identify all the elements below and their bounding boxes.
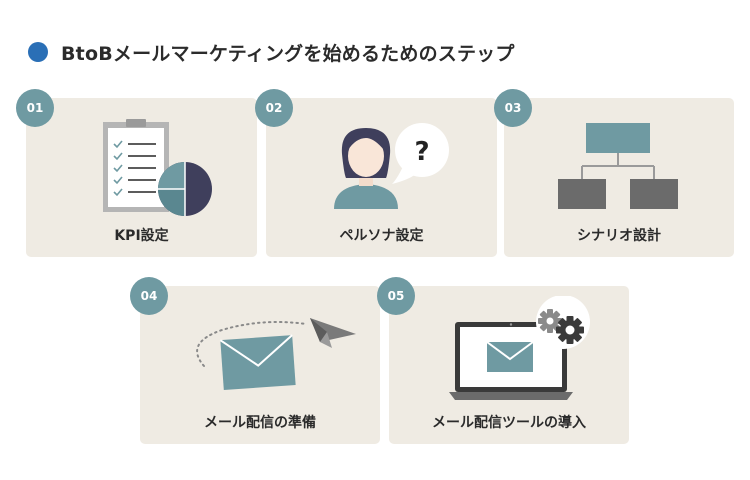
step-card-mail-prep: メール配信の準備 — [140, 286, 380, 444]
page-title: BtoBメールマーケティングを始めるためのステップ — [61, 42, 515, 65]
kpi-report-icon — [103, 119, 212, 216]
step-label: KPI設定 — [114, 228, 169, 244]
step-card-tool: メール配信ツールの導入 — [389, 286, 629, 444]
step-label: シナリオ設計 — [577, 228, 661, 244]
envelope-paper-plane-icon — [196, 318, 356, 391]
step-number-badge: 04 — [130, 277, 168, 315]
scenario-flowchart-icon — [558, 123, 678, 209]
step-card-persona: ? ペルソナ設定 — [266, 98, 497, 257]
persona-question-icon: ? — [334, 123, 449, 209]
step-number-badge: 01 — [16, 89, 54, 127]
step-card-kpi: KPI設定 — [26, 98, 257, 257]
step-number-badge: 03 — [494, 89, 532, 127]
step-number-badge: 05 — [377, 277, 415, 315]
step-label: メール配信の準備 — [204, 415, 316, 431]
laptop-gear-icon — [449, 296, 590, 400]
step-label: メール配信ツールの導入 — [432, 415, 586, 431]
step-card-scenario: シナリオ設計 — [504, 98, 734, 257]
step-number-badge: 02 — [255, 89, 293, 127]
gear-icon — [556, 316, 584, 344]
gear-icon — [538, 309, 562, 333]
page-title-row: BtoBメールマーケティングを始めるためのステップ — [28, 38, 515, 66]
step-label: ペルソナ設定 — [339, 228, 424, 244]
question-mark: ? — [414, 137, 429, 167]
title-bullet-dot — [28, 42, 48, 62]
